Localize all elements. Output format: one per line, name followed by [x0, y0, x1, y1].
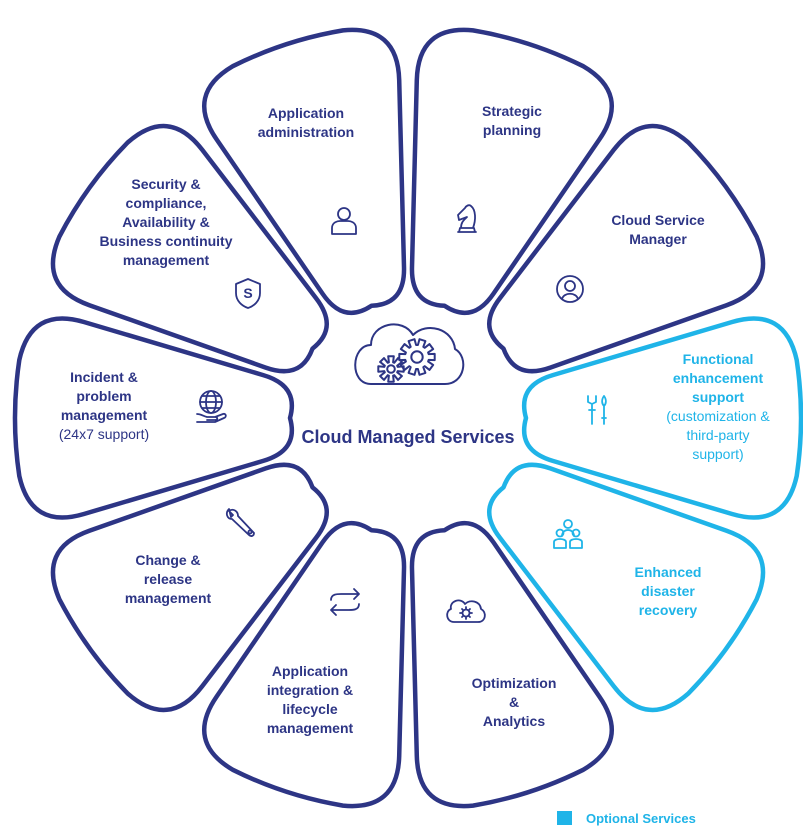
segment-label-line: & — [509, 694, 519, 710]
people-group-icon — [553, 519, 583, 549]
segment-label-line: support — [692, 389, 744, 405]
segment-sublabel-line: third-party — [686, 427, 749, 443]
segment-sublabel-line: support) — [692, 446, 743, 462]
segment-change-release: Change & release management — [50, 462, 329, 713]
segment-security-compliance: Security & compliance, Availability & Busin… — [50, 123, 329, 374]
segment-label-line: Availability & — [122, 214, 209, 230]
segment-application-administration: Application administration — [201, 27, 407, 316]
segment-optimization-analytics: Optimization & Analytics — [409, 520, 615, 809]
segment-label-line: management — [61, 407, 148, 423]
segment-label: Security & compliance, Availability & Busin… — [99, 176, 232, 268]
segment-shape — [409, 27, 615, 316]
segment-label: Incident & problem management (24x7 support… — [59, 369, 149, 442]
legend-swatch — [557, 811, 572, 825]
segment-label-line: administration — [258, 124, 354, 140]
segment-shape — [487, 123, 766, 374]
segment-application-integration: Application integration & lifecycle managem… — [201, 520, 407, 809]
segment-label-line: enhancement — [673, 370, 764, 386]
segment-shape — [12, 316, 295, 520]
user-icon — [331, 207, 357, 235]
segment-label-line: Manager — [629, 231, 687, 247]
segment-incident-problem: Incident & problem management (24x7 support… — [12, 316, 295, 520]
segment-shape — [50, 123, 329, 374]
shield-icon: S — [235, 278, 261, 309]
segment-shape — [409, 520, 615, 809]
segment-label-line: Functional — [683, 351, 754, 367]
exchange-arrows-icon — [330, 588, 360, 616]
segment-label-line: Change & — [135, 552, 200, 568]
segment-label-line: Enhanced — [635, 564, 702, 580]
segment-label-line: management — [267, 720, 354, 736]
segment-label-line: Optimization — [472, 675, 557, 691]
segment-label-line: Business continuity — [99, 233, 232, 249]
segment-label-line: Incident & — [70, 369, 138, 385]
segment-shape — [50, 462, 329, 713]
segment-label-line: Application — [272, 663, 348, 679]
segment-label-line: problem — [76, 388, 131, 404]
segment-label: Functional enhancement support (customizati… — [666, 351, 770, 462]
cloud-gear-icon — [446, 599, 486, 623]
diagram-center: Cloud Managed Services — [301, 323, 515, 447]
segment-strategic-planning: Strategic planning — [409, 27, 615, 316]
segment-label-line: management — [123, 252, 210, 268]
segment-label: Application integration & lifecycle managem… — [267, 663, 354, 736]
segment-shape — [201, 27, 407, 316]
segment-sublabel-line: (customization & — [666, 408, 770, 424]
segment-label-line: compliance, — [126, 195, 207, 211]
segment-label-line: integration & — [267, 682, 353, 698]
segment-label-line: release — [144, 571, 192, 587]
segment-label-line: Cloud Service — [611, 212, 705, 228]
segment-shape — [521, 316, 803, 520]
segment-label-line: management — [125, 590, 212, 606]
center-title: Cloud Managed Services — [301, 427, 514, 447]
cloud-gears-icon — [354, 323, 465, 385]
tools-icon — [587, 395, 607, 425]
segment-label: Strategic planning — [482, 103, 542, 138]
person-circle-icon — [556, 275, 584, 303]
segment-label: Optimization & Analytics — [472, 675, 557, 729]
segment-label: Change & release management — [125, 552, 212, 606]
segment-label-line: lifecycle — [282, 701, 337, 717]
legend-label: Optional Services — [586, 810, 696, 826]
segment-label-line: planning — [483, 122, 541, 138]
segment-label-line: Analytics — [483, 713, 545, 729]
segment-label: Enhanced disaster recovery — [635, 564, 702, 618]
globe-hand-icon — [196, 390, 227, 423]
chess-knight-icon — [457, 204, 477, 233]
wrench-icon — [225, 508, 255, 537]
segment-label-line: Application — [268, 105, 344, 121]
segment-sublabel-line: (24x7 support) — [59, 426, 149, 442]
segment-label-line: Security & — [131, 176, 200, 192]
shield-letter: S — [243, 285, 252, 301]
segment-functional-enhancement: Functional enhancement support (customizati… — [521, 316, 803, 520]
segment-enhanced-disaster-recovery: Enhanced disaster recovery — [487, 462, 766, 713]
segment-label: Application administration — [258, 105, 354, 140]
segment-label-line: disaster — [641, 583, 695, 599]
segment-shape — [487, 462, 766, 713]
legend: Optional Services — [557, 810, 696, 826]
segment-label-line: Strategic — [482, 103, 542, 119]
segment-label-line: recovery — [639, 602, 698, 618]
